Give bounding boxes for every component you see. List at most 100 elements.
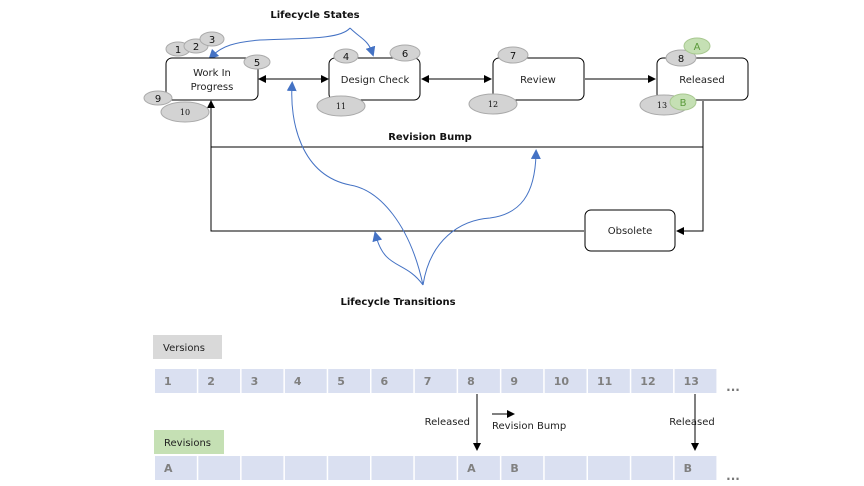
- version-badge: 4: [333, 48, 359, 64]
- revision-cell: [284, 456, 327, 480]
- version-cell: 8: [458, 369, 500, 393]
- svg-text:9: 9: [155, 94, 161, 105]
- version-badge: 3: [199, 31, 225, 47]
- version-cell-label: 6: [381, 375, 389, 388]
- version-cell: 12: [631, 369, 674, 393]
- state-design-check[interactable]: Design Check: [328, 57, 421, 101]
- svg-text:1: 1: [175, 45, 181, 56]
- version-cell: 11: [588, 369, 630, 393]
- svg-text:A: A: [694, 42, 701, 53]
- revision-cell: [371, 456, 414, 480]
- state-label: Review: [520, 75, 556, 86]
- state-label: Obsolete: [608, 226, 653, 237]
- version-cell-label: 9: [510, 375, 518, 388]
- lifecycle-states-callout: Lifecycle States: [270, 10, 359, 21]
- released-note-2: Released: [669, 417, 714, 428]
- version-cell-label: 12: [640, 375, 655, 388]
- revision-cell: [241, 456, 284, 480]
- version-cell-label: 8: [467, 375, 475, 388]
- version-cell-label: 11: [597, 375, 612, 388]
- states-pointer-design-check: [349, 27, 376, 57]
- revision-cell-label: A: [164, 462, 173, 475]
- svg-text:6: 6: [402, 49, 408, 60]
- version-cell: 3: [241, 369, 284, 393]
- state-review[interactable]: Review: [492, 57, 585, 101]
- version-badge: 11: [316, 95, 366, 117]
- revision-cell: [631, 456, 674, 480]
- svg-text:11: 11: [336, 102, 346, 111]
- svg-text:3: 3: [209, 35, 215, 46]
- version-cell-label: 7: [424, 375, 432, 388]
- svg-text:Revisions: Revisions: [164, 438, 211, 449]
- revision-cell-label: B: [684, 462, 692, 475]
- lifecycle-transitions-callout: Lifecycle Transitions: [340, 297, 455, 308]
- revision-bump-note: Revision Bump: [492, 421, 566, 432]
- version-cell-label: 4: [294, 375, 302, 388]
- svg-text:4: 4: [343, 52, 349, 63]
- svg-text:5: 5: [254, 58, 260, 69]
- revision-cell: A: [155, 456, 197, 480]
- versions-tag: Versions: [153, 335, 222, 359]
- version-cell: 7: [414, 369, 457, 393]
- version-cell-label: 2: [207, 375, 215, 388]
- revision-bump-callout: Revision Bump: [388, 132, 472, 143]
- svg-text:Versions: Versions: [163, 343, 205, 354]
- revision-cell: A: [458, 456, 500, 480]
- released-to-obsolete-arrow: [676, 147, 704, 235]
- version-cell-label: 10: [554, 375, 570, 388]
- version-cell: 6: [371, 369, 414, 393]
- svg-text:13: 13: [657, 101, 667, 110]
- svg-text:2: 2: [193, 42, 199, 53]
- state-label: Design Check: [341, 75, 410, 86]
- svg-text:7: 7: [510, 51, 516, 62]
- revision-cell: [328, 456, 370, 480]
- revision-cell: B: [674, 456, 717, 480]
- version-cell-label: 5: [337, 375, 345, 388]
- version-cell: 5: [328, 369, 370, 393]
- revision-cell: [414, 456, 457, 480]
- version-badge: 7: [497, 46, 529, 64]
- state-work-in-progress[interactable]: Work In Progress: [165, 57, 259, 101]
- released-note-1: Released: [425, 417, 470, 428]
- version-cell: 9: [501, 369, 544, 393]
- version-cell-label: 13: [684, 375, 699, 388]
- revision-cell: [588, 456, 630, 480]
- state-label: Work In: [193, 68, 231, 79]
- svg-text:10: 10: [180, 108, 190, 117]
- version-badge: 12: [468, 93, 518, 115]
- revision-cell: [198, 456, 241, 480]
- state-released[interactable]: Released: [656, 57, 749, 101]
- version-cell: 2: [198, 369, 241, 393]
- state-label: Progress: [191, 82, 234, 93]
- version-cell: 10: [544, 369, 587, 393]
- versions-ellipsis: ...: [726, 380, 740, 394]
- version-badge: 6: [389, 44, 421, 62]
- version-cell-label: 1: [164, 375, 172, 388]
- revision-cell: B: [501, 456, 544, 480]
- version-badge: 9: [143, 90, 173, 106]
- revisions-ellipsis: ...: [726, 469, 740, 483]
- state-obsolete[interactable]: Obsolete: [584, 209, 676, 252]
- revision-cell-label: B: [510, 462, 518, 475]
- version-cell: 4: [284, 369, 327, 393]
- revision-badge: B: [669, 93, 697, 111]
- states-pointer-wip: [208, 27, 351, 60]
- state-label: Released: [679, 75, 724, 86]
- transitions-pointer-revision-bump: [422, 149, 541, 286]
- revisions-tag: Revisions: [154, 430, 224, 454]
- transitions-pointer-wip-design: [286, 81, 424, 286]
- version-cell: 1: [155, 369, 197, 393]
- version-badge: 8: [665, 49, 697, 67]
- revision-cell-label: A: [467, 462, 476, 475]
- version-badge: 5: [243, 54, 271, 70]
- svg-text:B: B: [680, 98, 687, 109]
- svg-text:8: 8: [678, 54, 684, 65]
- version-badge: 10: [160, 101, 210, 123]
- revision-cell: [544, 456, 587, 480]
- version-cell-label: 3: [251, 375, 259, 388]
- obsolete-to-wip-arrow: [207, 100, 584, 232]
- transitions-pointer-obsolete: [372, 231, 424, 286]
